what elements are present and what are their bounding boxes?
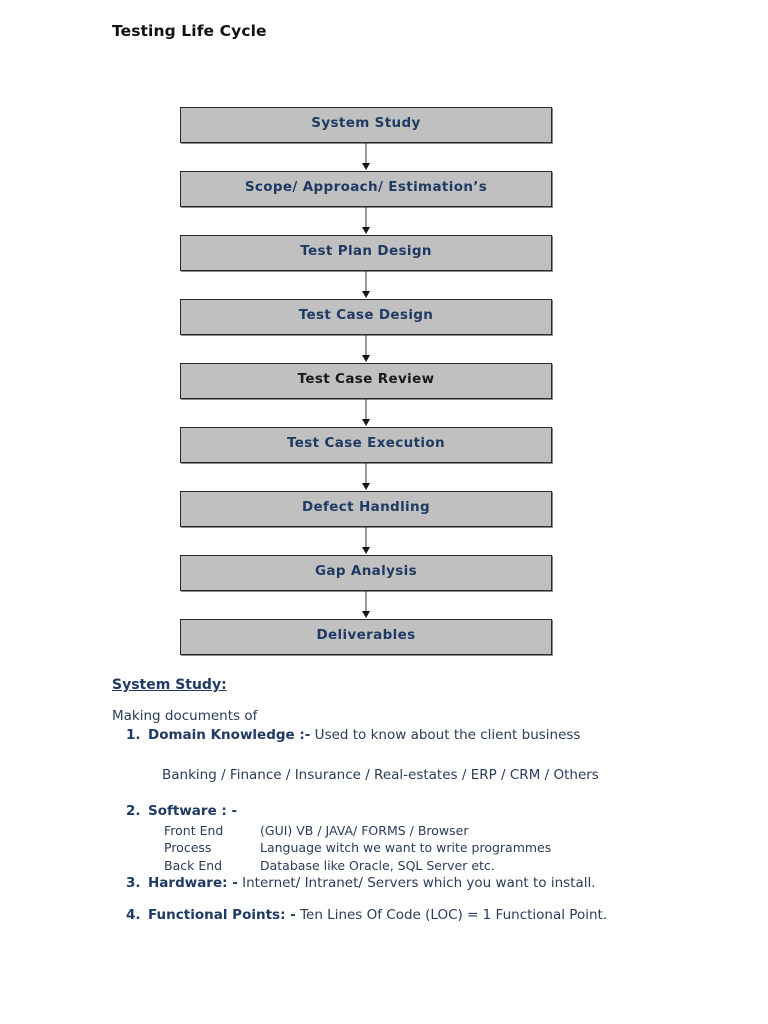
list-item-desc: Ten Lines Of Code (LOC) = 1 Functional P… bbox=[295, 907, 608, 924]
flow-box-label: Scope/ Approach/ Estimation’s bbox=[244, 179, 488, 196]
list-item-desc: Internet/ Intranet/ Servers which you wa… bbox=[237, 875, 596, 892]
arrow-head-icon bbox=[362, 483, 370, 490]
arrow-stem bbox=[365, 527, 367, 548]
software-detail-table: Front End (GUI) VB / JAVA/ FORMS / Brows… bbox=[164, 823, 551, 876]
flow-box-label: Deliverables bbox=[316, 627, 416, 644]
flow-step-8: Gap Analysis bbox=[180, 555, 554, 591]
flow-box-test-case-review: Test Case Review bbox=[180, 363, 552, 399]
flow-box-defect-handling: Defect Handling bbox=[180, 491, 552, 527]
flow-box-test-case-design: Test Case Design bbox=[180, 299, 552, 335]
arrow-head-icon bbox=[362, 419, 370, 426]
software-row-value: Database like Oracle, SQL Server etc. bbox=[260, 857, 495, 873]
flow-step-3: Test Plan Design bbox=[180, 235, 554, 271]
list-item-number: 4. bbox=[126, 907, 141, 924]
list-item-term: Software : - bbox=[148, 802, 238, 819]
flow-box-test-plan-design: Test Plan Design bbox=[180, 235, 552, 271]
flow-step-6: Test Case Execution bbox=[180, 427, 554, 463]
system-study-section: System Study: Making documents of 1. Dom… bbox=[112, 676, 672, 925]
page-title: Testing Life Cycle bbox=[112, 22, 267, 40]
list-item-number: 3. bbox=[126, 875, 141, 892]
table-row: Back End Database like Oracle, SQL Serve… bbox=[164, 858, 551, 876]
system-study-list: 1. Domain Knowledge :- Used to know abou… bbox=[112, 727, 672, 925]
flow-step-5: Test Case Review bbox=[180, 363, 554, 399]
flow-box-scope-approach-estimations: Scope/ Approach/ Estimation’s bbox=[180, 171, 552, 207]
software-row-value: (GUI) VB / JAVA/ FORMS / Browser bbox=[260, 822, 469, 838]
arrow-head-icon bbox=[362, 163, 370, 170]
list-item-number: 2. bbox=[126, 802, 141, 819]
software-row-key: Front End bbox=[164, 822, 224, 838]
software-row-key: Process bbox=[164, 840, 212, 856]
table-row: Front End (GUI) VB / JAVA/ FORMS / Brows… bbox=[164, 823, 551, 841]
flow-box-gap-analysis: Gap Analysis bbox=[180, 555, 552, 591]
list-item-term: Functional Points: - bbox=[148, 907, 296, 924]
section-heading: System Study: bbox=[112, 677, 227, 693]
flow-arrow-8 bbox=[180, 591, 552, 619]
table-row: Process Language witch we want to write … bbox=[164, 840, 551, 858]
flow-arrow-5 bbox=[180, 399, 552, 427]
flow-step-7: Defect Handling bbox=[180, 491, 554, 527]
flow-step-4: Test Case Design bbox=[180, 299, 554, 335]
arrow-stem bbox=[365, 143, 367, 164]
flow-box-test-case-execution: Test Case Execution bbox=[180, 427, 552, 463]
arrow-stem bbox=[365, 207, 367, 228]
flow-arrow-4 bbox=[180, 335, 552, 363]
flow-box-label: Defect Handling bbox=[301, 499, 430, 516]
flow-box-label: Test Case Review bbox=[297, 371, 435, 388]
software-row-key: Back End bbox=[164, 857, 223, 873]
testing-life-cycle-flowchart: System Study Scope/ Approach/ Estimation… bbox=[180, 107, 554, 655]
arrow-head-icon bbox=[362, 355, 370, 362]
arrow-head-icon bbox=[362, 547, 370, 554]
arrow-stem bbox=[365, 463, 367, 484]
arrow-stem bbox=[365, 271, 367, 292]
flow-box-label: Test Case Execution bbox=[287, 435, 445, 452]
list-item-functional-points: 4. Functional Points: - Ten Lines Of Cod… bbox=[112, 907, 672, 925]
arrow-head-icon bbox=[362, 291, 370, 298]
software-row-value: Language witch we want to write programm… bbox=[260, 840, 552, 856]
list-item-desc: Used to know about the client business bbox=[310, 727, 581, 744]
flow-arrow-1 bbox=[180, 143, 552, 171]
flow-box-label: Test Case Design bbox=[298, 307, 434, 324]
flow-step-9: Deliverables bbox=[180, 619, 554, 655]
list-item-domain-knowledge: 1. Domain Knowledge :- Used to know abou… bbox=[112, 727, 672, 785]
list-item-hardware: 3. Hardware: - Internet/ Intranet/ Serve… bbox=[112, 875, 672, 893]
list-item-term: Domain Knowledge :- bbox=[148, 727, 311, 744]
spacer bbox=[112, 893, 672, 907]
flow-box-system-study: System Study bbox=[180, 107, 552, 143]
flow-arrow-6 bbox=[180, 463, 552, 491]
arrow-stem bbox=[365, 335, 367, 356]
arrow-stem bbox=[365, 399, 367, 420]
flow-box-deliverables: Deliverables bbox=[180, 619, 552, 655]
flow-arrow-2 bbox=[180, 207, 552, 235]
flow-box-label: Test Plan Design bbox=[300, 243, 432, 260]
arrow-head-icon bbox=[362, 227, 370, 234]
arrow-head-icon bbox=[362, 611, 370, 618]
list-item-number: 1. bbox=[126, 727, 141, 744]
flow-step-1: System Study bbox=[180, 107, 554, 143]
flow-arrow-7 bbox=[180, 527, 552, 555]
flow-arrow-3 bbox=[180, 271, 552, 299]
section-lead: Making documents of bbox=[112, 708, 258, 725]
flow-box-label: Gap Analysis bbox=[314, 563, 418, 580]
domain-knowledge-domains: Banking / Finance / Insurance / Real-est… bbox=[162, 767, 599, 784]
flow-step-2: Scope/ Approach/ Estimation’s bbox=[180, 171, 554, 207]
flow-box-label: System Study bbox=[311, 115, 421, 132]
list-item-term: Hardware: - bbox=[148, 875, 238, 892]
arrow-stem bbox=[365, 591, 367, 612]
list-item-software: 2. Software : - bbox=[112, 803, 672, 821]
